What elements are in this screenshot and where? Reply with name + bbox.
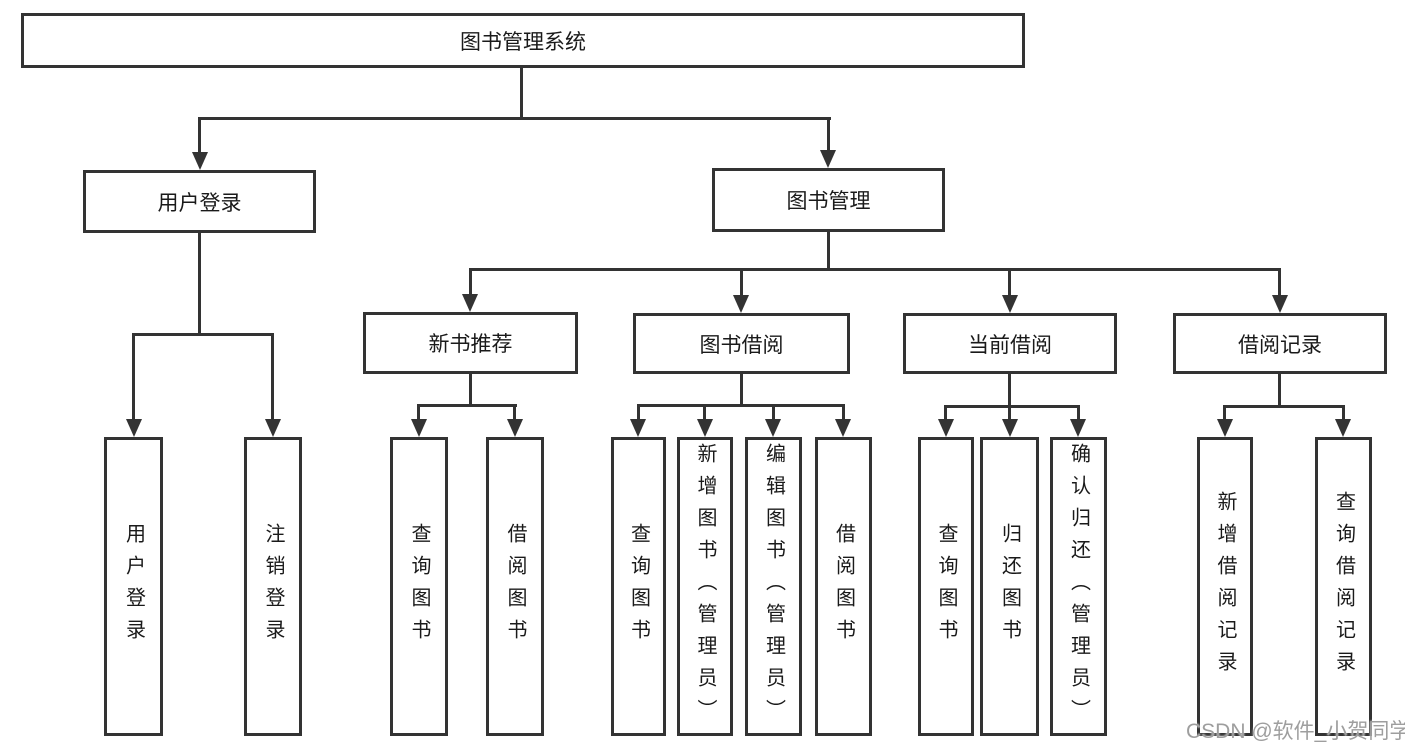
- leaf-borrow-query-books-label: 查询图书: [627, 522, 650, 651]
- connector-v: [740, 268, 743, 296]
- connector-v: [842, 404, 845, 421]
- connector-v: [417, 404, 420, 421]
- connector-v: [469, 268, 472, 296]
- node-current-borrow-label: 当前借阅: [968, 333, 1052, 357]
- node-user-login: 用户登录: [83, 170, 316, 233]
- node-book-borrow: 图书借阅: [633, 313, 850, 374]
- connector-v: [1008, 405, 1011, 421]
- connector-v: [132, 333, 135, 421]
- connector-v: [1008, 268, 1011, 296]
- leaf-recommend-query-books-label: 查询图书: [408, 522, 430, 651]
- watermark: CSDN @软件_小贺同学: [1186, 720, 1405, 743]
- leaf-current-return-books-label: 归还图书: [998, 522, 1021, 651]
- arrow-down-icon: [1272, 295, 1288, 313]
- leaf-borrow-edit-books-admin: 编辑图书（管理员）: [745, 437, 802, 736]
- leaf-recommend-query-books: 查询图书: [390, 437, 448, 736]
- connector-h: [1223, 405, 1345, 408]
- arrow-down-icon: [265, 419, 281, 437]
- connector-v: [1278, 268, 1281, 296]
- node-borrow-records-label: 借阅记录: [1238, 333, 1322, 357]
- node-book-borrow-label: 图书借阅: [699, 333, 784, 357]
- connector-h: [944, 405, 1080, 408]
- node-book-management-label: 图书管理: [786, 190, 871, 213]
- arrow-down-icon: [126, 419, 142, 437]
- leaf-borrow-borrow-books: 借阅图书: [815, 437, 872, 736]
- leaf-records-add-record-label: 新增借阅记录: [1214, 490, 1236, 683]
- connector-v: [827, 232, 830, 270]
- connector-v: [469, 374, 472, 406]
- arrow-down-icon: [411, 419, 427, 437]
- connector-v: [513, 404, 516, 421]
- connector-v: [827, 117, 830, 151]
- leaf-borrow-edit-books-admin-label: 编辑图书（管理员）: [762, 442, 785, 731]
- node-book-management: 图书管理: [712, 168, 945, 232]
- arrow-down-icon: [507, 419, 523, 437]
- connector-h: [132, 333, 274, 336]
- leaf-current-return-books: 归还图书: [980, 437, 1039, 736]
- leaf-logout: 注销登录: [244, 437, 302, 736]
- leaf-user-login-label: 用户登录: [122, 522, 145, 651]
- leaf-current-confirm-return-admin-label: 确认归还（管理员）: [1067, 442, 1090, 731]
- connector-v: [740, 374, 743, 406]
- connector-v: [198, 233, 201, 335]
- node-root-label: 图书管理系统: [460, 30, 586, 54]
- connector-v: [1223, 405, 1226, 421]
- leaf-borrow-add-books-admin-label: 新增图书（管理员）: [694, 442, 716, 731]
- leaf-records-query-record-label: 查询借阅记录: [1332, 490, 1355, 683]
- leaf-recommend-borrow-books: 借阅图书: [486, 437, 544, 736]
- connector-h: [637, 404, 845, 407]
- arrow-down-icon: [1002, 295, 1018, 313]
- arrow-down-icon: [1335, 419, 1351, 437]
- connector-v: [703, 404, 706, 421]
- leaf-borrow-query-books: 查询图书: [611, 437, 666, 736]
- connector-h: [469, 268, 1281, 271]
- node-new-book-recommend-label: 新书推荐: [428, 333, 513, 356]
- arrow-down-icon: [733, 295, 749, 313]
- arrow-down-icon: [1002, 419, 1018, 437]
- leaf-logout-label: 注销登录: [262, 522, 284, 651]
- leaf-user-login: 用户登录: [104, 437, 163, 736]
- connector-h: [417, 404, 517, 407]
- leaf-recommend-borrow-books-label: 借阅图书: [504, 522, 526, 651]
- connector-v: [637, 404, 640, 421]
- leaf-current-confirm-return-admin: 确认归还（管理员）: [1050, 437, 1107, 736]
- node-root: 图书管理系统: [21, 13, 1025, 68]
- node-borrow-records: 借阅记录: [1173, 313, 1387, 374]
- node-new-book-recommend: 新书推荐: [363, 312, 578, 374]
- connector-v: [271, 333, 274, 421]
- leaf-current-query-books: 查询图书: [918, 437, 974, 736]
- node-current-borrow: 当前借阅: [903, 313, 1117, 374]
- connector-v: [198, 117, 201, 153]
- arrow-down-icon: [765, 419, 781, 437]
- arrow-down-icon: [192, 152, 208, 170]
- arrow-down-icon: [820, 150, 836, 168]
- arrow-down-icon: [630, 419, 646, 437]
- connector-v: [1342, 405, 1345, 421]
- leaf-borrow-borrow-books-label: 借阅图书: [832, 522, 855, 651]
- node-user-login-label: 用户登录: [157, 191, 242, 215]
- leaf-current-query-books-label: 查询图书: [935, 522, 957, 651]
- arrow-down-icon: [1070, 419, 1086, 437]
- arrow-down-icon: [938, 419, 954, 437]
- arrow-down-icon: [462, 294, 478, 312]
- connector-h: [198, 117, 831, 120]
- leaf-records-query-record: 查询借阅记录: [1315, 437, 1372, 736]
- connector-v: [1077, 405, 1080, 421]
- connector-v: [772, 404, 775, 421]
- connector-v: [1008, 374, 1011, 407]
- leaf-borrow-add-books-admin: 新增图书（管理员）: [677, 437, 733, 736]
- arrow-down-icon: [1217, 419, 1233, 437]
- connector-v: [520, 68, 523, 120]
- arrow-down-icon: [697, 419, 713, 437]
- connector-v: [1278, 374, 1281, 407]
- leaf-records-add-record: 新增借阅记录: [1197, 437, 1253, 736]
- arrow-down-icon: [835, 419, 851, 437]
- connector-v: [944, 405, 947, 421]
